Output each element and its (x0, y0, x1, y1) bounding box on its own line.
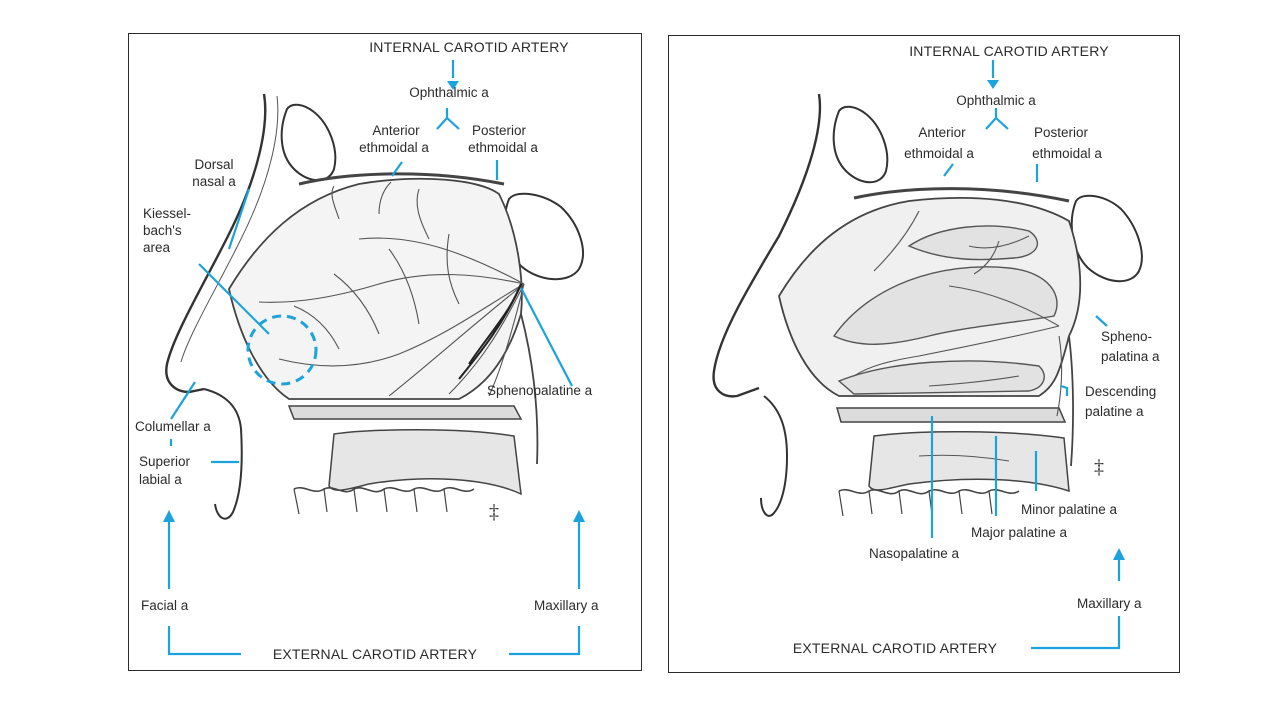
facial-label: Facial a (141, 598, 189, 613)
right-diagram-panel: ‡ INTERNAL CAROTID ARTERY Ophthalmic a A… (668, 35, 1180, 673)
anterior-ethmoidal-label-1: Anterior (918, 125, 966, 140)
posterior-ethmoidal-label-1: Posterior (471, 123, 527, 138)
right-nasal-illustration: ‡ (712, 60, 1143, 650)
sphenopalatine-label-2: palatina a (1101, 349, 1160, 364)
superior-labial-label-2: labial a (139, 472, 182, 487)
dorsal-nasal-label-1: Dorsal (194, 157, 234, 172)
ophthalmic-label: Ophthalmic a (956, 93, 1036, 108)
major-palatine-label: Major palatine a (971, 525, 1068, 540)
posterior-ethmoidal-label-2: ethmoidal a (468, 140, 538, 155)
external-carotid-label: EXTERNAL CAROTID ARTERY (272, 646, 478, 662)
internal-carotid-label: INTERNAL CAROTID ARTERY (369, 39, 569, 55)
descending-palatine-label-1: Descending (1085, 384, 1157, 399)
svg-text:‡: ‡ (489, 501, 499, 523)
kiesselbach-label-3: area (143, 240, 171, 255)
anterior-ethmoidal-label-2: ethmoidal a (904, 146, 974, 161)
internal-carotid-label: INTERNAL CAROTID ARTERY (909, 43, 1109, 59)
superior-labial-label-1: Superior (139, 454, 191, 469)
maxillary-label: Maxillary a (1077, 596, 1142, 611)
descending-palatine-label-2: palatine a (1085, 404, 1144, 419)
posterior-ethmoidal-label-2: ethmoidal a (1032, 146, 1102, 161)
dorsal-nasal-label-2: nasal a (192, 174, 236, 189)
sphenopalatine-label: Sphenopalatine a (487, 383, 593, 398)
svg-text:‡: ‡ (1094, 456, 1104, 478)
nasopalatine-label: Nasopalatine a (869, 546, 960, 561)
anterior-ethmoidal-label-1: Anterior (372, 123, 420, 138)
sphenopalatine-label-1: Spheno- (1101, 329, 1153, 344)
maxillary-label: Maxillary a (534, 598, 599, 613)
kiesselbach-label-1: Kiessel- (143, 206, 192, 221)
left-nasal-illustration: ‡ (163, 60, 585, 656)
kiesselbach-label-2: bach's (143, 223, 182, 238)
posterior-ethmoidal-label-1: Posterior (1033, 125, 1089, 140)
external-carotid-label: EXTERNAL CAROTID ARTERY (792, 640, 998, 656)
left-diagram-panel: ‡ INTERNAL CAROTID ARTERY Ophthalmic a A… (128, 33, 642, 671)
columellar-label: Columellar a (135, 419, 211, 434)
anterior-ethmoidal-label-2: ethmoidal a (359, 140, 429, 155)
ophthalmic-label: Ophthalmic a (409, 85, 489, 100)
minor-palatine-label: Minor palatine a (1021, 502, 1118, 517)
